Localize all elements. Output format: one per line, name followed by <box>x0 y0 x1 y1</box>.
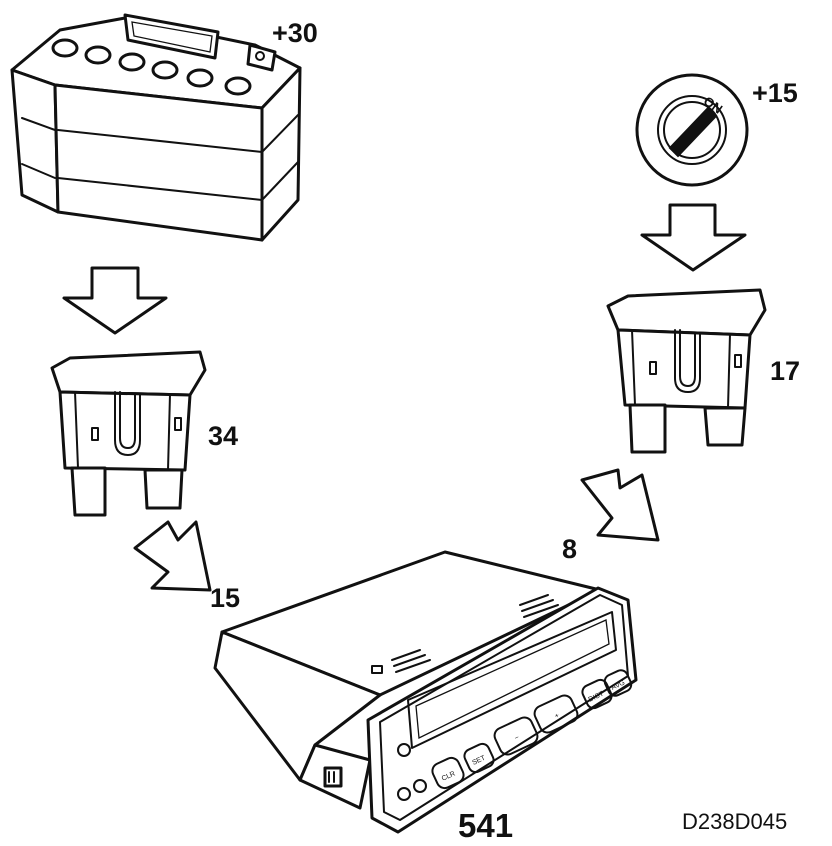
drawing-code: D238D045 <box>682 809 787 834</box>
label-battery-terminal: +30 <box>272 18 318 48</box>
label-pin-right: 8 <box>562 534 577 564</box>
fuse-icon <box>606 288 767 454</box>
label-ignition-terminal: +15 <box>752 78 798 108</box>
button-plus: + <box>554 712 561 720</box>
button-minus: − <box>514 734 521 742</box>
label-fuse-right: 17 <box>770 356 800 386</box>
label-pin-left: 15 <box>210 583 240 613</box>
arrow-diagonal-icon <box>580 468 660 542</box>
ignition-switch-icon <box>635 73 749 187</box>
arrow-down-icon <box>640 203 747 272</box>
control-unit-icon <box>213 550 638 834</box>
label-fuse-left: 34 <box>208 421 238 451</box>
arrow-diagonal-icon <box>133 520 212 592</box>
battery-icon <box>10 13 302 242</box>
label-unit-number: 541 <box>458 807 513 844</box>
fuse-icon <box>50 350 207 517</box>
arrow-down-icon <box>62 266 168 335</box>
